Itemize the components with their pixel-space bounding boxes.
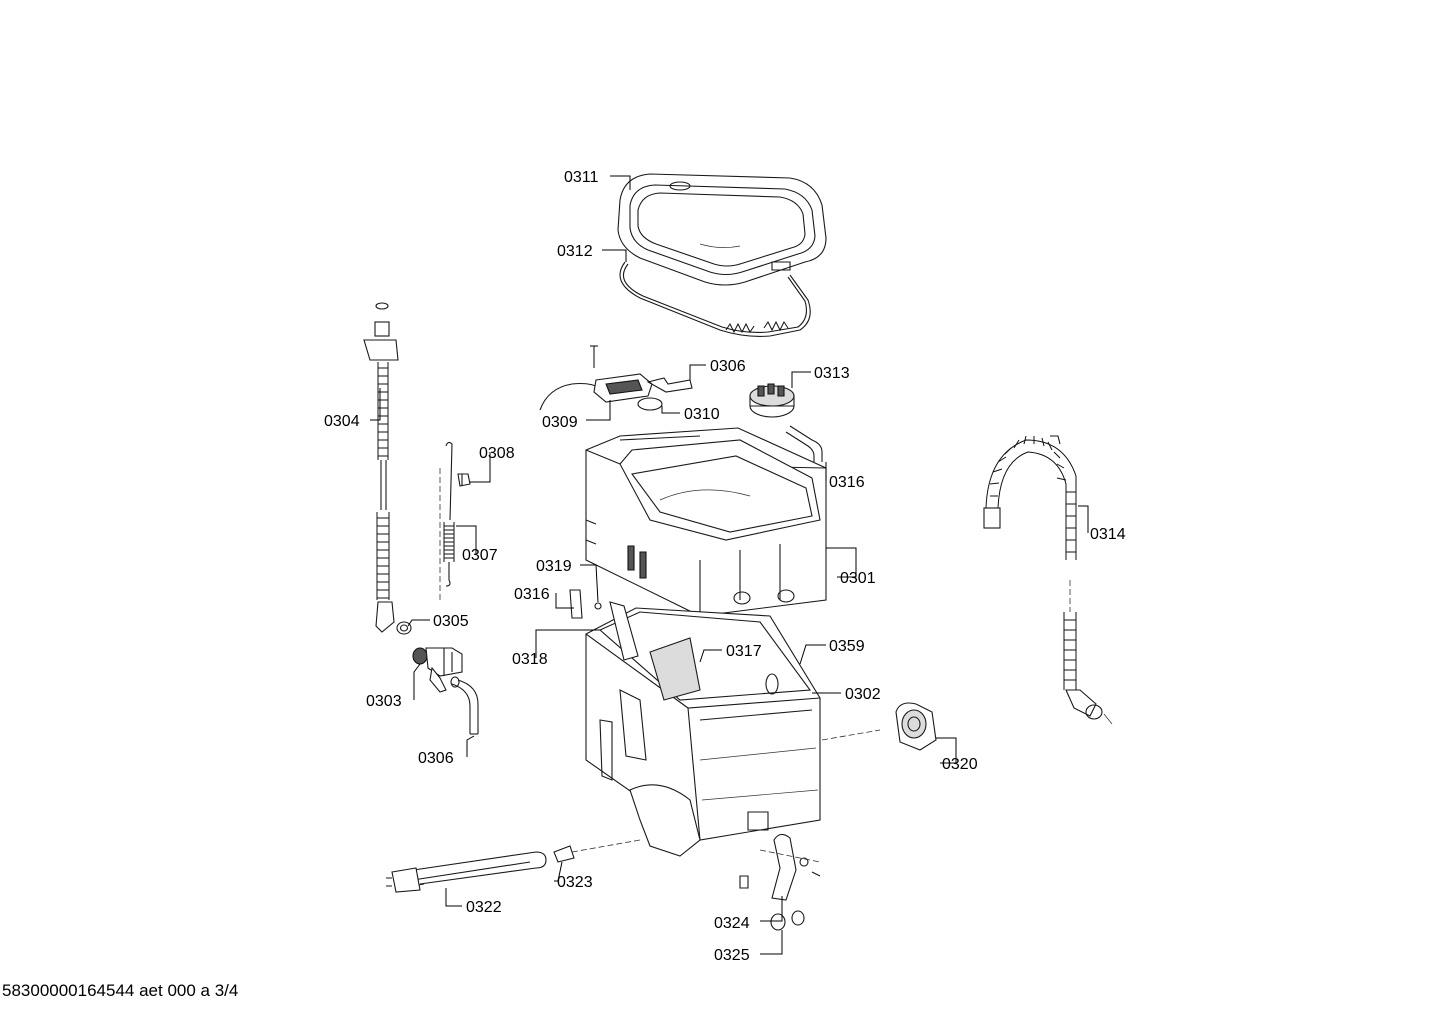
callout-0324: 0324 [714,915,750,932]
callout-0314: 0314 [1090,526,1126,543]
part-0316-clip-left [569,589,583,619]
callout-0359: 0359 [829,638,865,655]
callout-0305: 0305 [433,613,469,630]
part-0319-pin [594,602,602,610]
part-0316-hose-top [785,425,823,462]
part-0309-control-unit [539,345,693,411]
part-0314-drain-hose [983,435,1113,725]
callout-labels: 0311 0312 0306 0313 0309 0310 0304 0308 … [324,169,1126,964]
callout-0320: 0320 [942,756,978,773]
callout-0306-top: 0306 [710,358,746,375]
callout-0303: 0303 [366,693,402,710]
callout-0310: 0310 [684,406,720,423]
part-0308-clip [457,473,471,487]
callout-0316-left: 0316 [514,586,550,603]
part-0313-pressure-switch [749,383,795,418]
callout-0308: 0308 [479,445,515,462]
callout-0307: 0307 [462,547,498,564]
callout-0319: 0319 [536,558,572,575]
callout-0311: 0311 [564,169,599,186]
part-0311-seal-frame [617,173,827,286]
callout-0317: 0317 [726,643,762,660]
callout-0318: 0318 [512,651,548,668]
part-0325-plug [770,910,805,931]
part-0310-ring [637,397,663,411]
callout-0323: 0323 [557,874,593,891]
callout-0309: 0309 [542,414,578,431]
part-0301-tub-top [585,427,827,617]
part-0307-rod-spring [443,441,455,587]
callout-0312: 0312 [557,243,593,260]
callout-0301: 0301 [840,570,876,587]
part-0322-heating-element [386,851,547,893]
assembly-axis-lines [439,468,1071,863]
part-0324-support [739,833,821,901]
part-0306-hose-bottom [450,676,479,735]
part-0323-bracket [553,845,575,863]
part-0303-inlet-valve [412,647,463,693]
part-0320-drain-pump [895,702,937,751]
callout-0304: 0304 [324,413,360,430]
document-id: 58300000164544 aet 000 a 3/4 [2,981,239,1000]
part-0312-gasket-ring [619,261,811,337]
callout-0306-bottom: 0306 [418,750,454,767]
callout-0302: 0302 [845,686,881,703]
callout-0313: 0313 [814,365,850,382]
leader-lines [370,175,1089,955]
part-0305-washer [396,621,412,635]
callout-0316-top: 0316 [829,474,865,491]
part-0302-tub-bottom [585,601,821,857]
part-0304-inlet-hose [363,302,399,633]
callout-0322: 0322 [466,899,502,916]
callout-0325: 0325 [714,947,750,964]
